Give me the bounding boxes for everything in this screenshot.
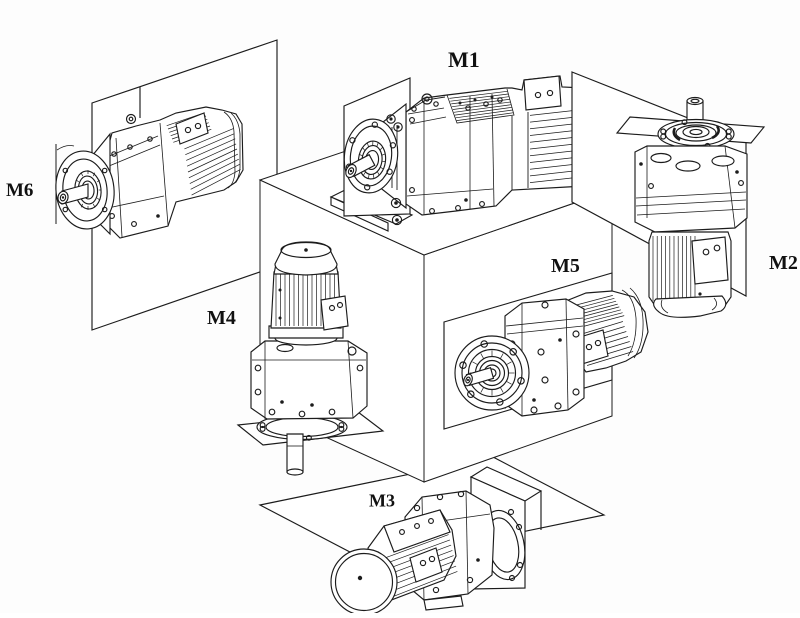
svg-text:M5: M5 [551,255,580,277]
svg-text:M3: M3 [369,491,395,511]
svg-text:M2: M2 [769,252,798,274]
svg-text:M6: M6 [6,180,33,201]
svg-text:M1: M1 [448,47,480,72]
svg-text:M4: M4 [207,307,236,329]
